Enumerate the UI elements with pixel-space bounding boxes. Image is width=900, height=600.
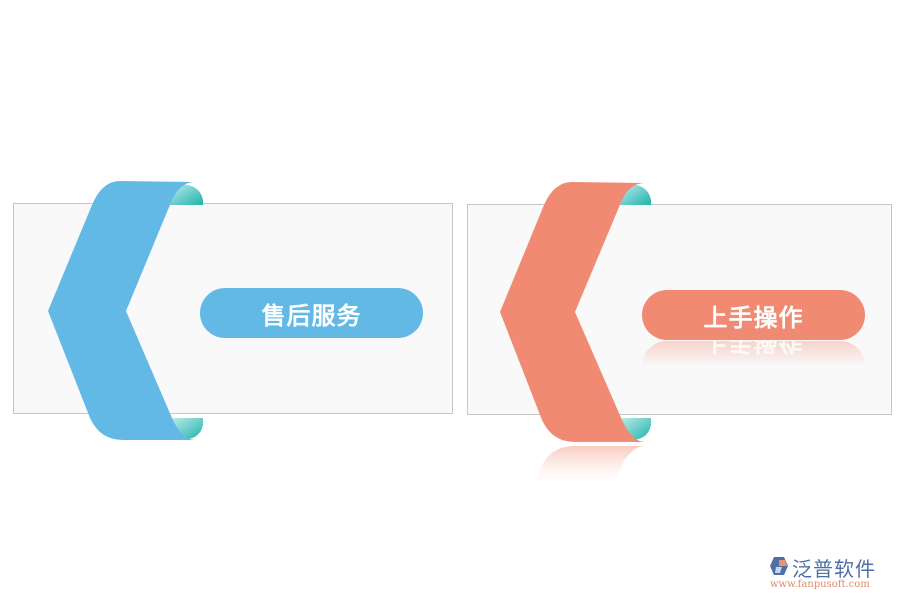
getting-started-label-pill[interactable]: 上手操作 <box>642 290 865 340</box>
after-sales-label-pill[interactable]: 售后服务 <box>200 288 423 338</box>
ribbon-reflection <box>530 446 645 490</box>
getting-started-label: 上手操作 <box>703 303 804 332</box>
fanpu-logo-icon <box>770 557 788 575</box>
getting-started-pill-reflection: 上手操作 <box>642 341 865 366</box>
after-sales-label: 售后服务 <box>261 301 362 330</box>
logo-url: www.fanpusoft.com <box>770 579 870 590</box>
logo-company-name: 泛普软件 <box>792 557 876 581</box>
fanpusoft-logo[interactable]: 泛普软件 www.fanpusoft.com <box>768 553 893 593</box>
